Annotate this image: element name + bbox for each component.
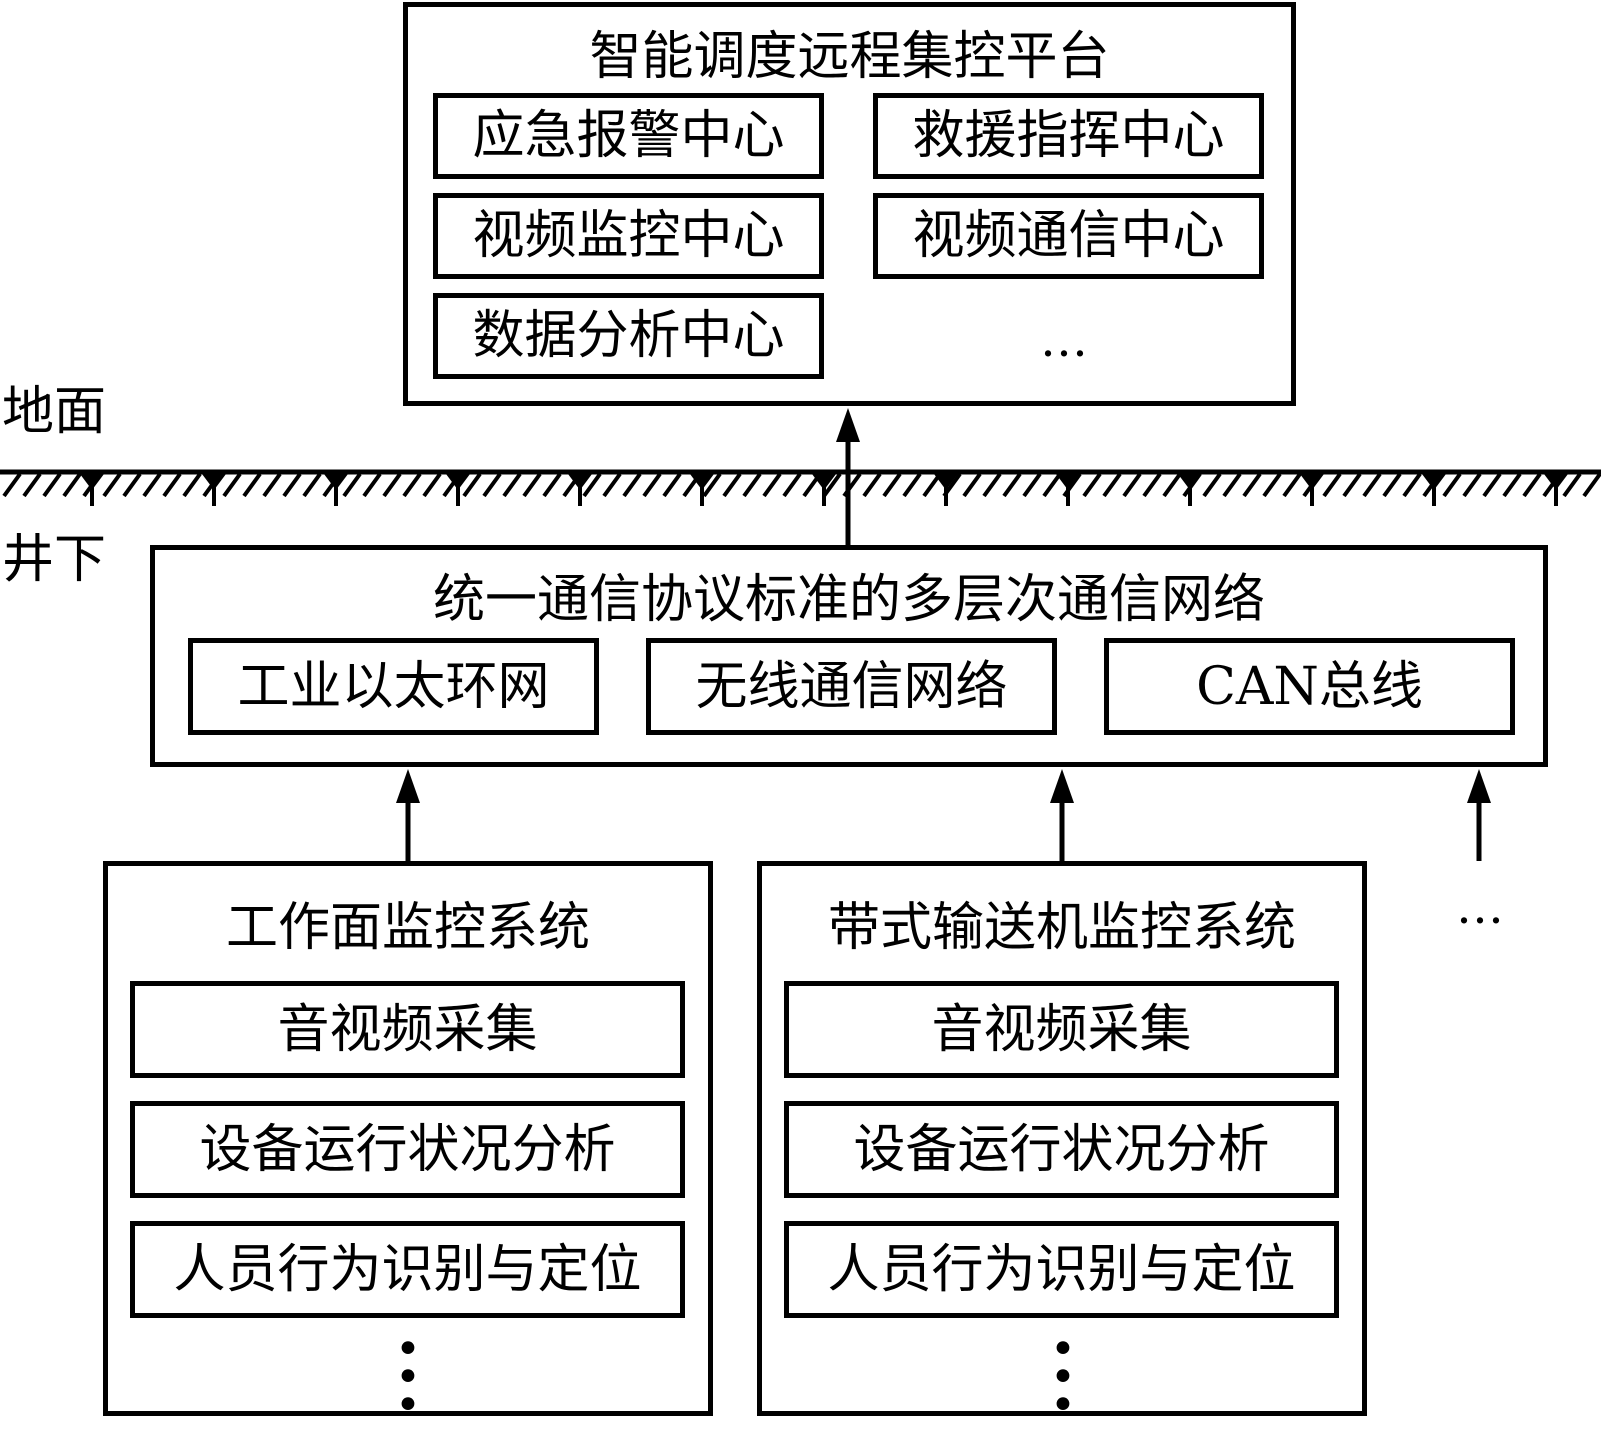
network-title: 统一通信协议标准的多层次通信网络: [432, 570, 1265, 630]
ground-hatch: [742, 472, 762, 498]
ground-hatch: [1562, 472, 1582, 498]
ground-hatch: [422, 472, 442, 498]
ground-hatch: [482, 472, 502, 498]
ground-hatch: [282, 472, 302, 498]
ground-hatch: [142, 472, 162, 498]
ground-hatch: [62, 472, 82, 498]
center-rescue-command: 救援指挥中心: [873, 93, 1264, 179]
ground-hatch: [1442, 472, 1462, 498]
ground-hatch: [1382, 472, 1402, 498]
workface-personnel-recognition: 人员行为识别与定位: [130, 1221, 685, 1318]
ground-hatch: [262, 472, 282, 498]
ground-hatch: [242, 472, 262, 498]
ground-hatch: [602, 472, 622, 498]
ground-hatch: [462, 472, 482, 498]
ground-hatch: [1262, 472, 1282, 498]
ground-hatch: [1222, 472, 1242, 498]
ground-hatch: [582, 472, 602, 498]
ground-hatch: [1042, 472, 1062, 498]
ground-hatch: [1282, 472, 1302, 498]
ground-hatch: [402, 472, 422, 498]
ground-hatch: [182, 472, 202, 498]
workface-more-ellipsis: •••: [395, 1324, 421, 1431]
network-can-bus: CAN总线: [1104, 638, 1515, 735]
ground-hatch: [1482, 472, 1502, 498]
ground-hatch: [502, 472, 522, 498]
subsystem-conveyor-title: 带式输送机监控系统: [827, 898, 1296, 958]
conveyor-equipment-analysis: 设备运行状况分析: [784, 1101, 1339, 1198]
conveyor-av-capture: 音视频采集: [784, 981, 1339, 1078]
ground-hatch: [862, 472, 882, 498]
ground-hatch: [342, 472, 362, 498]
ground-hatch: [362, 472, 382, 498]
workface-av-capture: 音视频采集: [130, 981, 685, 1078]
arrow-more-to-network-head: [1467, 769, 1491, 803]
ground-hatch: [902, 472, 922, 498]
center-emergency-alarm: 应急报警中心: [433, 93, 824, 179]
ground-hatch: [1462, 472, 1482, 498]
ground-surface-line: [0, 469, 1601, 506]
network-industrial-ethernet: 工业以太环网: [188, 638, 599, 735]
ground-hatch: [622, 472, 642, 498]
ground-hatch: [1082, 472, 1102, 498]
ground-hatch: [22, 472, 42, 498]
subsystem-workface-title: 工作面监控系统: [225, 898, 590, 958]
ground-hatch: [1242, 472, 1262, 498]
ground-hatch: [1022, 472, 1042, 498]
workface-equipment-analysis: 设备运行状况分析: [130, 1101, 685, 1198]
ground-hatch: [1582, 472, 1601, 498]
ground-hatch: [1322, 472, 1342, 498]
ground-hatch: [1122, 472, 1142, 498]
more-subsystems-ellipsis: …: [1456, 879, 1506, 935]
ground-hatch: [1142, 472, 1162, 498]
ground-hatch: [1202, 472, 1222, 498]
center-data-analysis: 数据分析中心: [433, 293, 824, 379]
ground-hatch: [542, 472, 562, 498]
ground-label: 地面: [2, 382, 107, 442]
ground-hatch: [1342, 472, 1362, 498]
ground-hatch: [782, 472, 802, 498]
ground-hatch: [2, 472, 22, 498]
ground-hatch: [162, 472, 182, 498]
ground-hatch: [722, 472, 742, 498]
connection-arrows: [396, 408, 1491, 861]
conveyor-personnel-recognition: 人员行为识别与定位: [784, 1221, 1339, 1318]
ground-hatch: [822, 472, 842, 498]
ground-hatch: [662, 472, 682, 498]
ground-hatch: [222, 472, 242, 498]
ground-hatch: [1522, 472, 1542, 498]
ground-hatch: [1002, 472, 1022, 498]
ground-hatch: [42, 472, 62, 498]
arrow-network-to-platform-head: [836, 408, 860, 442]
ground-hatch: [642, 472, 662, 498]
center-video-monitoring: 视频监控中心: [433, 193, 824, 279]
ground-hatch: [1502, 472, 1522, 498]
arrow-workface-to-network-head: [396, 769, 420, 803]
conveyor-more-ellipsis: •••: [1050, 1324, 1076, 1431]
ground-hatch: [102, 472, 122, 498]
underground-label: 井下: [2, 530, 107, 590]
ground-hatch: [122, 472, 142, 498]
ground-hatch: [1402, 472, 1422, 498]
ground-hatch: [702, 472, 722, 498]
center-video-communication: 视频通信中心: [873, 193, 1264, 279]
ground-hatch: [1102, 472, 1122, 498]
ground-hatch: [762, 472, 782, 498]
ground-hatch: [1162, 472, 1182, 498]
ground-hatch: [302, 472, 322, 498]
ground-hatch: [1362, 472, 1382, 498]
platform-more-ellipsis: …: [1040, 312, 1090, 368]
ground-hatch: [882, 472, 902, 498]
ground-hatch: [522, 472, 542, 498]
ground-hatch: [982, 472, 1002, 498]
platform-title: 智能调度远程集控平台: [589, 27, 1110, 87]
arrow-conveyor-to-network-head: [1050, 769, 1074, 803]
network-wireless: 无线通信网络: [646, 638, 1057, 735]
ground-hatch: [382, 472, 402, 498]
ground-hatch: [962, 472, 982, 498]
